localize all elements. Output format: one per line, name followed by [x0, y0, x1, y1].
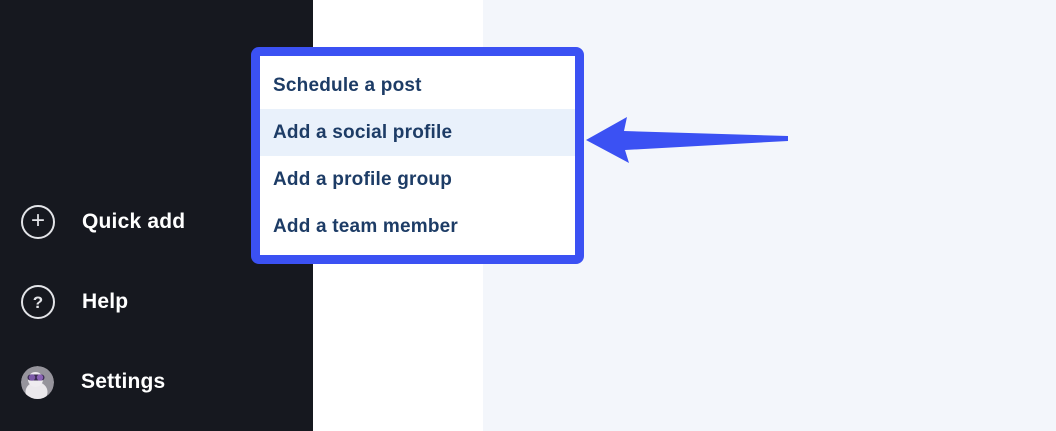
sidebar-nav: + Quick add ? Help Settings [0, 182, 313, 422]
menu-item-add-a-profile-group[interactable]: Add a profile group [273, 169, 453, 190]
user-avatar [21, 365, 54, 399]
sidebar-item-help[interactable]: ? Help [0, 262, 313, 342]
menu-item-add-a-team-member[interactable]: Add a team member [273, 216, 459, 237]
sidebar-item-label: Settings [81, 370, 166, 393]
sidebar-item-label: Help [82, 290, 129, 313]
question-circle-icon: ? [21, 285, 55, 319]
menu-item-schedule-a-post[interactable]: Schedule a post [273, 75, 422, 96]
plus-circle-icon: + [21, 205, 55, 239]
sidebar-item-quick-add[interactable]: + Quick add [0, 182, 313, 262]
quick-add-menu: Schedule a post Add a social profile Add… [251, 47, 584, 264]
sidebar-item-settings[interactable]: Settings [0, 342, 313, 422]
menu-item-add-a-social-profile[interactable]: Add a social profile [260, 109, 575, 156]
sidebar-item-label: Quick add [82, 210, 186, 233]
